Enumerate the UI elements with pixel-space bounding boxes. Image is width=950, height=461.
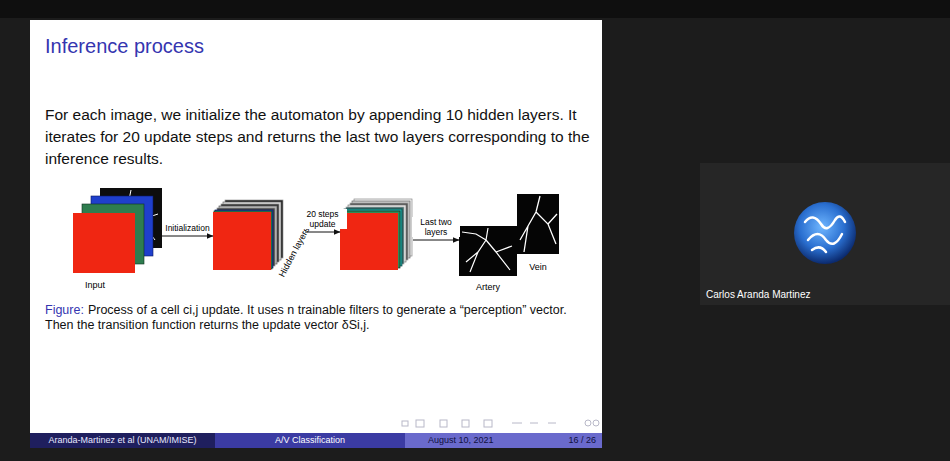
arrow-connector: [413, 240, 459, 241]
participant-name: Carlos Aranda Martinez: [706, 289, 811, 301]
output-stack: [340, 199, 412, 270]
node-label: Input: [85, 280, 105, 290]
input-stack: [73, 188, 162, 273]
avatar-mark: [805, 216, 845, 252]
slide-title: Inference process: [45, 34, 204, 58]
node-label: Artery: [459, 282, 517, 292]
node-label: Hidden layers: [277, 225, 312, 278]
footer-left: [30, 433, 215, 448]
artery-image: [459, 226, 517, 276]
edge-label: 20 steps update: [299, 209, 347, 229]
footer-author: Aranda-Martinez et al (UNAM/IMISE): [30, 434, 215, 447]
vein-image: [517, 194, 559, 254]
body-text: For each image, we initialize the automa…: [45, 104, 590, 170]
input-stack-node: Input: [73, 188, 162, 292]
slide: [30, 20, 602, 448]
edge-label: Initialization: [164, 223, 210, 233]
hidden-stack: [213, 200, 283, 270]
participant-tile: [700, 163, 950, 305]
footer-page: 16 / 26: [552, 434, 596, 447]
vein-node: Vein: [517, 194, 559, 272]
footer-middle: [215, 433, 405, 448]
output-stack-node: [340, 195, 413, 271]
node-label: Vein: [517, 262, 559, 272]
avatar: [794, 202, 856, 264]
figure-caption: Figure:Process of a cell ci,j update. It…: [45, 303, 575, 333]
footer-date: August 10, 2021: [428, 434, 494, 447]
caption-text: Process of a cell ci,j update. It uses n…: [45, 303, 567, 332]
nav-symbols: [402, 420, 599, 427]
artery-node: Artery: [459, 226, 519, 292]
footer-right: [405, 433, 602, 448]
top-bar: [0, 0, 950, 18]
edge-label: Last two layers: [412, 217, 460, 237]
hidden-stack-node: Hidden layers: [213, 198, 305, 278]
arrow-connector: [162, 236, 213, 237]
footer-title: A/V Classification: [215, 434, 405, 447]
figure-prefix: Figure:: [45, 303, 84, 317]
